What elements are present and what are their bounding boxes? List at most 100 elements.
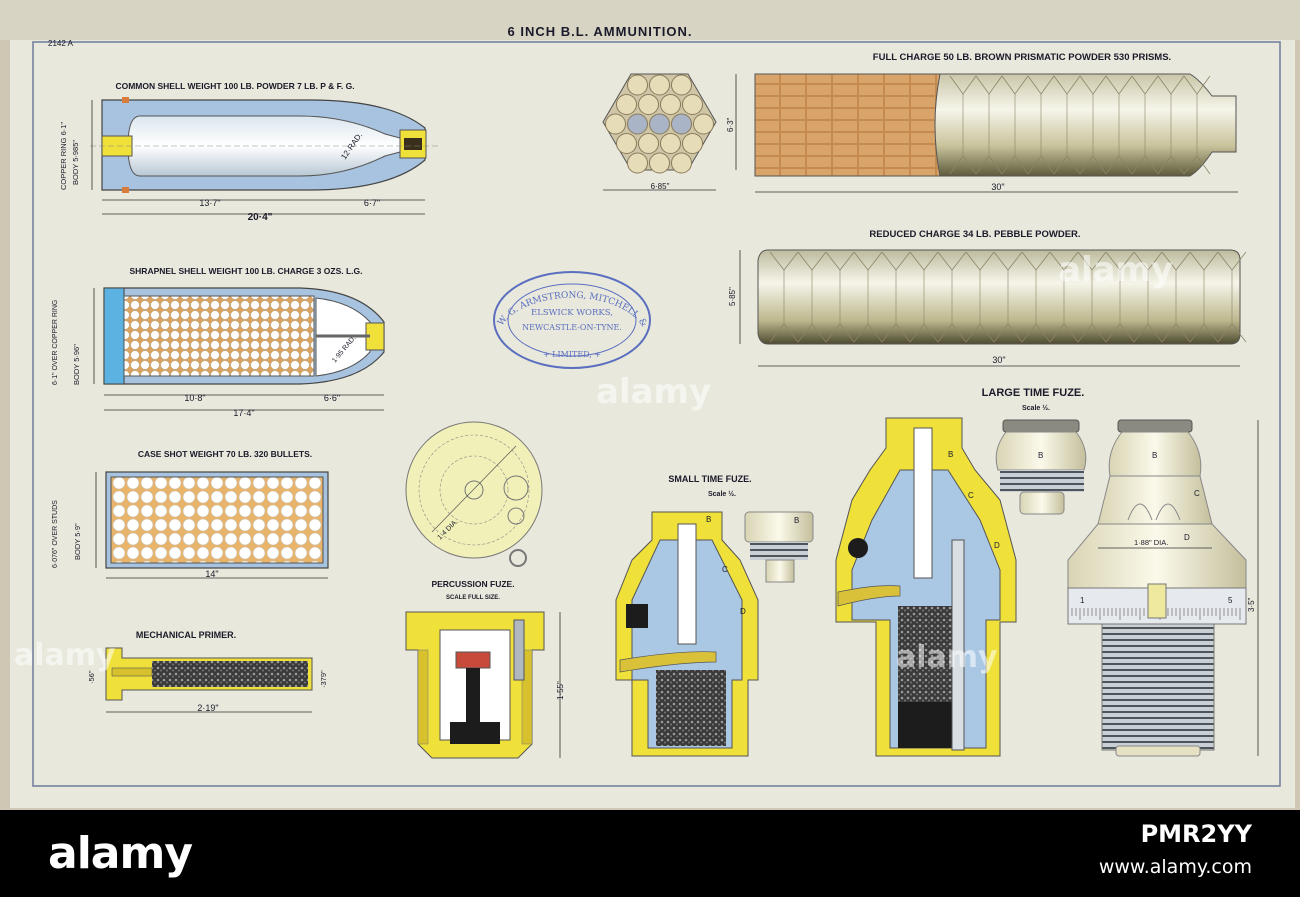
small-time-fuze-channel [619, 651, 717, 673]
large-time-fuze-ext-part-b: B [1152, 451, 1157, 460]
stock-url: www.alamy.com [1098, 856, 1252, 878]
full-charge-dim-end-height: 6·3" [726, 117, 735, 132]
case-shot-side-dim-1: 6·076" OVER STUDS [52, 500, 59, 568]
shrapnel-shell-title: SHRAPNEL SHELL WEIGHT 100 LB. CHARGE 3 O… [130, 266, 363, 276]
sheet-ref: 2142 A [48, 39, 74, 48]
large-time-fuze-dial-max: 5 [1228, 596, 1233, 605]
large-time-fuze-side-pin [951, 539, 965, 751]
large-time-fuze-screw [848, 538, 868, 558]
shrapnel-shell-side-dim-1: 6·1" OVER COPPER RING [52, 300, 59, 385]
reduced-charge-dim-length: 30" [992, 355, 1005, 365]
percussion-fuze-scale: SCALE FULL SIZE. [446, 595, 500, 601]
large-time-fuze-ext-slot-1 [1127, 503, 1153, 521]
large-time-fuze-ext-part-c: C [1194, 489, 1200, 498]
full-charge: FULL CHARGE 50 LB. BROWN PRISMATIC POWDE… [602, 52, 1238, 193]
case-shot-dim-length: 14" [205, 569, 218, 579]
mechanical-primer-dim-length: 2·19" [197, 703, 218, 713]
percussion-fuze-thread [417, 649, 429, 745]
large-time-fuze: LARGE TIME FUZE. Scale ½. B C D B 1 5 [835, 387, 1259, 757]
full-charge-dim-length: 30" [991, 182, 1004, 192]
large-time-fuze-base-block [898, 702, 952, 748]
full-charge-title: FULL CHARGE 50 LB. BROWN PRISMATIC POWDE… [873, 52, 1171, 63]
shrapnel-shell-balls [123, 295, 315, 377]
prism-cell [649, 74, 670, 96]
large-time-fuze-title: LARGE TIME FUZE. [982, 387, 1085, 399]
mechanical-primer: MECHANICAL PRIMER. ·56" ·379" 2·19" [87, 630, 328, 713]
percussion-fuze-disc-ring-2 [439, 455, 509, 525]
small-time-fuze-part-d: D [740, 607, 746, 616]
large-time-fuze-pellet [898, 606, 952, 702]
prism-cell [616, 94, 637, 115]
percussion-fuze-thread-right [521, 649, 533, 745]
percussion-fuze-dim-height: 1·55" [556, 681, 565, 700]
large-time-fuze-ext-ring [1067, 523, 1247, 589]
case-shot: CASE SHOT WEIGHT 70 LB. 320 BULLETS. 6·0… [52, 449, 329, 579]
prism-cell [682, 94, 703, 115]
large-time-fuze-part-b: B [948, 450, 953, 459]
prism-cell [605, 113, 626, 135]
percussion-fuze-disc-pin [503, 475, 529, 501]
large-time-fuze-part-c: C [968, 491, 974, 500]
small-time-fuze-part-c: C [722, 565, 728, 574]
paper-top-strip [0, 0, 1300, 40]
prism-cell [649, 152, 670, 174]
percussion-fuze-disc-hole [464, 480, 484, 500]
large-time-fuze-part-d: D [994, 541, 1000, 550]
prism-cell [660, 133, 681, 154]
large-time-fuze-cap-part-b: B [1038, 451, 1043, 460]
prism-cell [616, 133, 637, 154]
common-shell-side-dim-2: BODY 5·985" [71, 140, 80, 185]
prism-cell [638, 133, 659, 154]
small-time-fuze-pellet [656, 670, 726, 746]
common-shell-dim-total: 20·4" [248, 212, 273, 223]
large-time-fuze-ext-thread [1101, 623, 1215, 751]
drawing-border [32, 41, 1281, 787]
stamp-inner-oval [507, 283, 637, 357]
common-shell-fuze-core [404, 138, 422, 150]
large-time-fuze-dial-min: 1 [1080, 596, 1085, 605]
full-charge-prisms [754, 73, 941, 177]
common-shell-side-dim-1: COPPER RING 6·1" [59, 122, 68, 190]
percussion-fuze-detonator [455, 651, 491, 669]
reduced-charge-dim-dia: 5·85" [728, 287, 737, 306]
prism-cell [660, 94, 681, 115]
stock-footer: alamy PMR2YY www.alamy.com [0, 810, 1300, 897]
large-time-fuze-ext-index [1147, 583, 1167, 619]
percussion-fuze-disc-ring-tab [509, 549, 527, 567]
watermark-center: alamy [596, 372, 712, 412]
percussion-fuze: 1·4 DIA. PERCUSSION FUZE. SCALE FULL SIZ… [405, 421, 565, 759]
percussion-fuze-disc-pin-2 [507, 507, 525, 525]
case-shot-bullets [110, 476, 324, 564]
large-time-fuze-cap-stem [1019, 491, 1065, 515]
small-time-fuze-cap-thread [750, 542, 808, 560]
prism-cell [627, 74, 648, 96]
large-time-fuze-ext-body [1097, 475, 1213, 525]
percussion-fuze-disc [405, 421, 543, 559]
watermark-lower: alamy [896, 640, 998, 675]
common-shell-copper-ring-lower [122, 187, 129, 193]
reduced-charge-bag-lacing [769, 251, 1247, 343]
large-time-fuze-ext-slot-2 [1155, 503, 1181, 521]
small-time-fuze-plunger [677, 523, 697, 645]
reduced-charge-bag [757, 249, 1241, 345]
prism-cell [627, 113, 648, 135]
small-time-fuze-cap-stem [765, 559, 795, 583]
stamp-line2: ELSWICK WORKS, [531, 308, 613, 318]
small-time-fuze-cap [744, 511, 814, 543]
mechanical-primer-dim-dia: ·56" [87, 670, 96, 684]
shrapnel-shell: SHRAPNEL SHELL WEIGHT 100 LB. CHARGE 3 O… [52, 266, 385, 418]
shrapnel-shell-base-disc [103, 287, 125, 385]
prism-cell [693, 113, 714, 135]
small-time-fuze-title: SMALL TIME FUZE. [668, 474, 751, 484]
mechanical-primer-charge [152, 661, 308, 687]
small-time-fuze-scale: Scale ½. [708, 490, 736, 498]
prism-cell [638, 94, 659, 115]
watermark-left: alamy [14, 638, 116, 673]
image-id: PMR2YY [1140, 820, 1252, 848]
prism-cell [671, 113, 692, 135]
case-shot-side-dim-2: BODY 5·9" [73, 523, 82, 560]
shrapnel-shell-side-dim-2: BODY 5·96" [72, 344, 81, 385]
small-time-fuze-side-block [626, 604, 648, 628]
large-time-fuze-ext-top [1117, 419, 1193, 433]
common-shell-copper-ring [122, 97, 129, 103]
